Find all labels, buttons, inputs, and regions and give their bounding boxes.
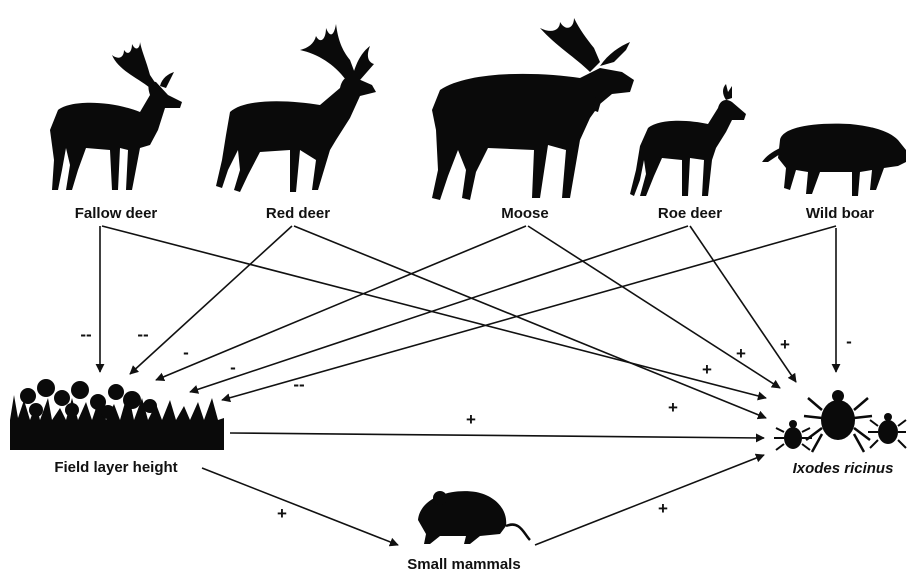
arrow-moose-to-field	[155, 225, 527, 382]
arrow-field-to-mammals	[201, 467, 399, 547]
arrow-red-to-ticks	[293, 225, 767, 420]
arrow-field-to-ticks	[229, 432, 765, 443]
sign-boar-to-field: --	[293, 375, 304, 394]
label-wild-boar: Wild boar	[806, 205, 874, 222]
small-mammal-icon	[418, 491, 531, 544]
sign-red-to-field: --	[137, 325, 148, 344]
arrow-boar-to-field	[221, 225, 837, 403]
arrow-moose-to-ticks	[527, 225, 781, 389]
label-moose: Moose	[501, 205, 549, 222]
label-roe-deer: Roe deer	[658, 205, 722, 222]
arrow-roe-to-ticks	[689, 225, 797, 383]
sign-field-to-mammals: +	[277, 504, 287, 523]
sign-roe-to-ticks: +	[780, 335, 790, 354]
field-layer-icon	[10, 379, 224, 450]
roe-deer-icon	[630, 84, 746, 196]
label-small-mammals: Small mammals	[407, 556, 520, 573]
red-deer-icon	[216, 24, 376, 192]
sign-roe-to-field: -	[230, 358, 236, 377]
wild-boar-icon	[762, 123, 906, 196]
arrows	[95, 225, 841, 547]
sign-mammals-to-ticks: +	[658, 499, 668, 518]
sign-fallow-to-ticks: +	[668, 398, 678, 417]
sign-moose-to-field: -	[183, 343, 189, 362]
arrow-roe-to-field	[189, 225, 689, 394]
sign-boar-to-ticks: -	[846, 332, 852, 351]
label-field-layer: Field layer height	[54, 459, 177, 476]
moose-icon	[432, 18, 634, 200]
ticks-icon	[774, 390, 907, 453]
arrow-fallow-to-ticks	[101, 225, 767, 401]
arrow-red-to-field	[129, 225, 293, 375]
arrow-mammals-to-ticks	[534, 453, 765, 546]
label-ticks: Ixodes ricinus	[793, 460, 894, 477]
sign-field-to-ticks: +	[466, 410, 476, 429]
sign-fallow-to-field: --	[80, 325, 91, 344]
fallow-deer-icon	[50, 42, 182, 190]
sign-moose-to-ticks: +	[736, 344, 746, 363]
label-red-deer: Red deer	[266, 205, 330, 222]
label-fallow-deer: Fallow deer	[75, 205, 158, 222]
sign-red-to-ticks: +	[702, 360, 712, 379]
